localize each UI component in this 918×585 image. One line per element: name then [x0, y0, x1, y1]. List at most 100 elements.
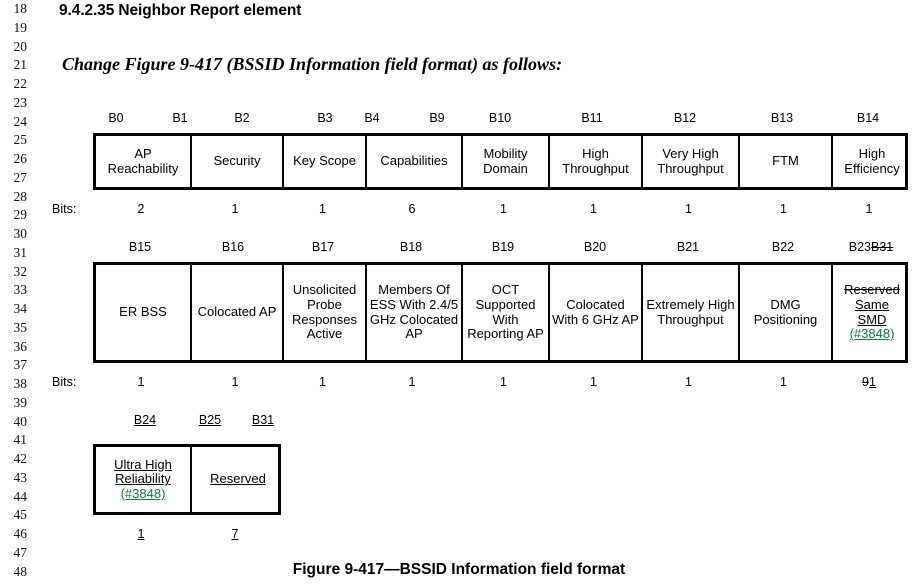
bit-label: B18: [399, 240, 423, 254]
cell-text: Extremely High Throughput: [646, 296, 735, 327]
bit-label: B20: [583, 240, 607, 254]
cell-text: Key Scope: [293, 153, 356, 169]
change-instruction-text: Change Figure 9-417 (BSSID Information f…: [62, 54, 563, 74]
bit-label: B9: [429, 111, 445, 125]
bit-label: B23B31: [836, 239, 906, 255]
line-number: 40: [13, 413, 28, 429]
row1-bits-label: Bits:: [52, 202, 77, 216]
bit-label: B24: [125, 412, 165, 428]
line-number: 26: [13, 151, 28, 166]
bits-value: 1: [500, 202, 507, 216]
bits-value: 1: [590, 202, 597, 216]
line-number: 29: [13, 207, 28, 223]
bit-label: B11: [581, 111, 603, 125]
inserted-text-line2: SMD: [857, 311, 887, 327]
line-number: 38: [13, 376, 28, 391]
bits-value: 1: [408, 375, 416, 389]
bits-value: 1: [685, 202, 692, 216]
bit-label-kept: B23: [848, 240, 871, 254]
bits-value-inserted: 1: [869, 375, 876, 389]
inserted-text-line1: Same: [855, 296, 889, 312]
bit-label: B4: [364, 111, 380, 125]
line-number: 25: [13, 132, 28, 148]
table-cell: Colocated AP: [192, 265, 284, 360]
line-number: 22: [13, 76, 28, 91]
cell-text: High Efficiency: [844, 145, 900, 176]
bit-label: B31: [251, 413, 275, 427]
figure-caption: Figure 9-417—BSSID Information field for…: [292, 561, 626, 578]
bits-value: 91: [844, 373, 894, 391]
table-cell: FTM: [740, 136, 833, 187]
bit-label: B16: [221, 240, 245, 254]
line-number: 37: [13, 357, 28, 373]
line-number: 46: [13, 526, 28, 541]
line-number: 45: [13, 507, 28, 523]
line-number: 27: [13, 169, 28, 185]
line-number: 43: [13, 469, 28, 485]
cell-text: Mobility Domain: [483, 145, 528, 176]
table-cell: AP Reachability: [96, 136, 192, 187]
table-cell: Colocated With 6 GHz AP: [550, 265, 643, 360]
line-number: 28: [13, 188, 28, 204]
bits-value: 1: [780, 375, 787, 389]
bits-value: 1: [319, 202, 326, 216]
table-cell: ER BSS: [96, 265, 192, 360]
row3-bit-labels: B24 B25 B31: [0, 412, 918, 428]
bits-value: 1: [231, 202, 239, 216]
bit-label: B13: [770, 111, 794, 125]
bit-label: B1: [172, 111, 188, 125]
table-cell: Ultra High Reliability(#3848): [96, 447, 192, 512]
line-number: 20: [13, 38, 28, 54]
bit-label: B17: [311, 240, 335, 254]
table-cell: High Efficiency: [833, 136, 911, 187]
cell-text: Capabilities: [380, 153, 448, 169]
bit-label: B24: [133, 413, 157, 427]
bits-value: 1: [231, 375, 239, 389]
line-number: 21: [13, 57, 28, 73]
bits-value: 1: [137, 375, 145, 389]
line-number: 33: [13, 282, 28, 298]
table-cell: DMG Positioning: [740, 265, 833, 360]
row2-bits-label: Bits:: [52, 375, 77, 389]
bit-label: B15: [128, 240, 152, 254]
line-number: 47: [13, 544, 28, 560]
bssid-info-table-row3: Ultra High Reliability(#3848)Reserved: [93, 444, 281, 515]
table-cell: Reserved: [192, 447, 284, 512]
deleted-text: Reserved: [844, 282, 900, 298]
bit-label: B22: [771, 240, 795, 254]
line-number: 18: [13, 1, 28, 16]
bits-value: 1: [685, 375, 692, 389]
bits-value: 1: [137, 527, 145, 541]
cell-text: AP Reachability: [107, 145, 179, 176]
line-number: 30: [13, 226, 28, 241]
bits-value: 6: [408, 202, 416, 216]
cell-text: High Throughput: [562, 145, 629, 176]
bits-value-deleted: 9: [862, 375, 869, 389]
bit-label: B25: [190, 412, 230, 428]
table-cell: Security: [192, 136, 284, 187]
bit-label: B31: [243, 412, 283, 428]
cell-text-edited: Reserved: [194, 471, 282, 487]
cell-text: DMG Positioning: [753, 296, 818, 327]
change-tag: (#3848): [849, 326, 895, 342]
cell-text: OCT Supported With Reporting AP: [467, 282, 544, 342]
line-number: 48: [13, 563, 28, 579]
bits-value: 1: [590, 375, 597, 389]
bit-label: B12: [673, 111, 697, 125]
line-number: 35: [13, 319, 28, 335]
bit-label: B2: [234, 111, 250, 125]
bits-value: 1: [319, 375, 326, 389]
bits-value: 7: [215, 525, 255, 543]
line-number: 32: [13, 263, 28, 279]
bssid-info-table-row1: AP Reachability Security Key Scope Capabili…: [93, 133, 908, 190]
cell-text: Security: [213, 153, 261, 169]
